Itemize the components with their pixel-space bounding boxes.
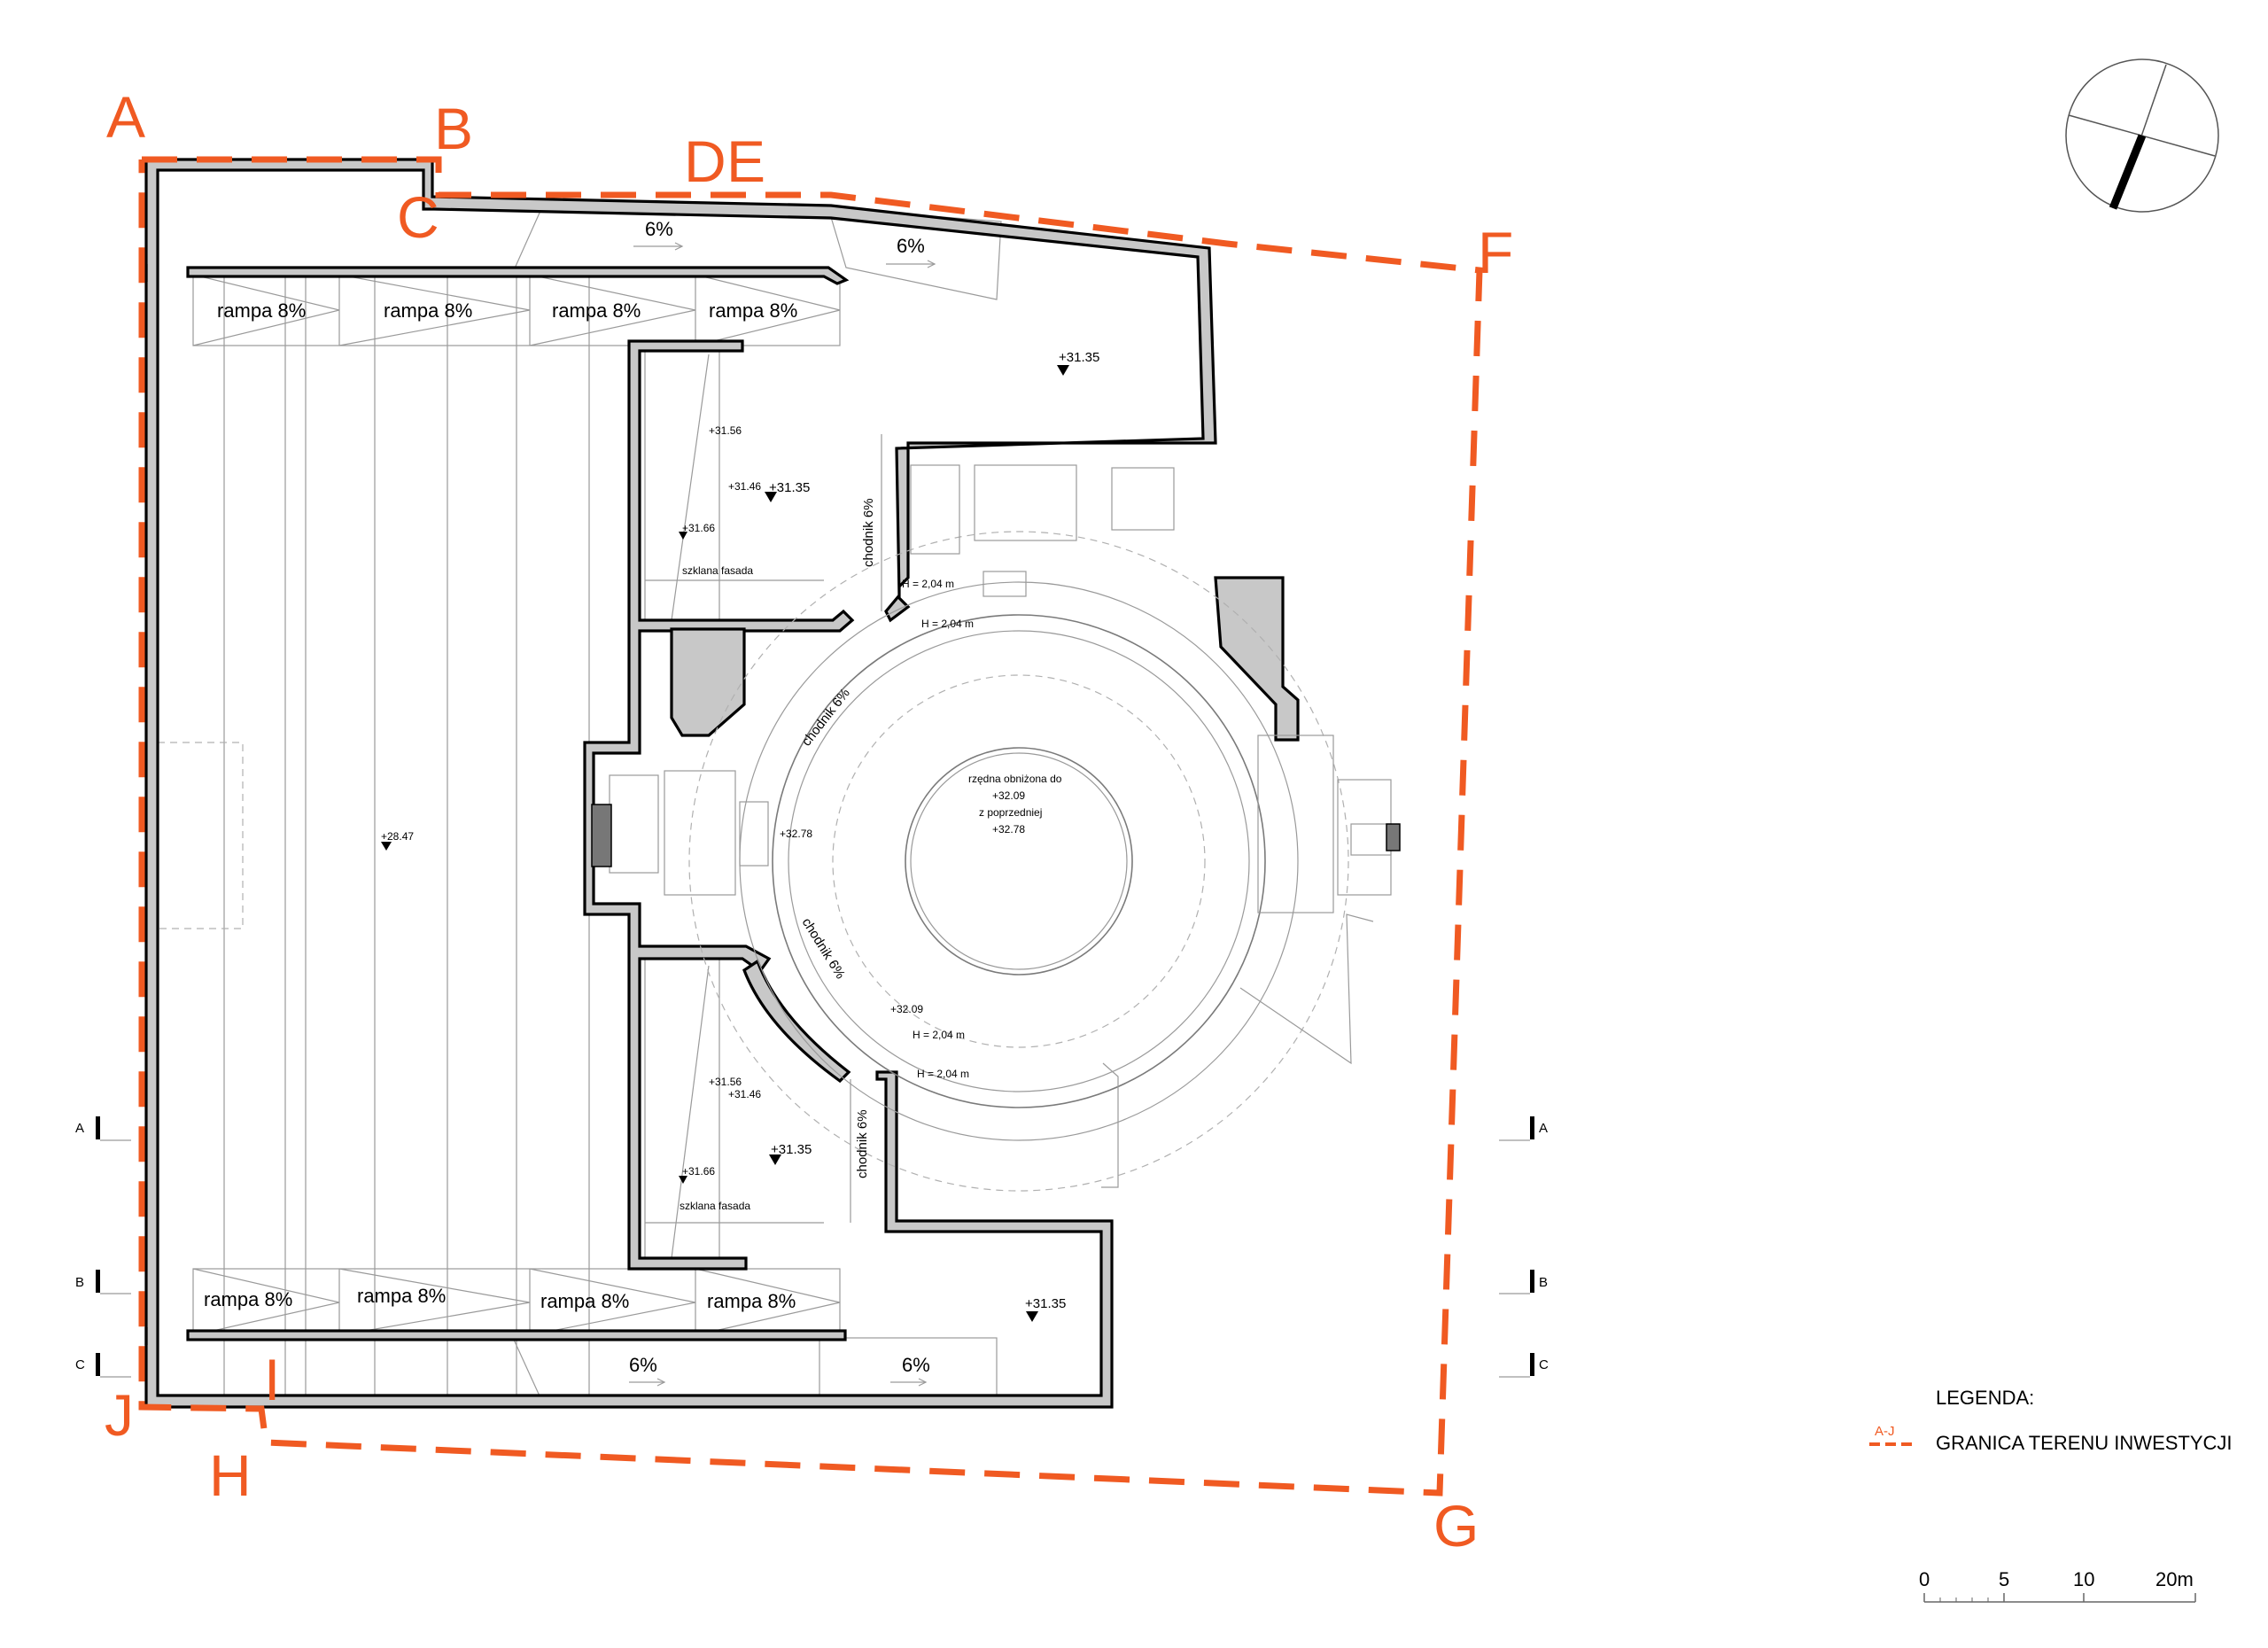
point-label-c: C <box>397 184 439 250</box>
elevation-markers: +31.35 +31.35 +31.56 +31.46 +31.66 +28.4… <box>381 350 1099 1322</box>
elevation-lower-b: +31.46 <box>728 1088 761 1100</box>
legend: LEGENDA: A-J GRANICA TERENU INWESTYCJI <box>1869 1387 2233 1454</box>
section-left-a: A <box>75 1121 84 1136</box>
point-label-g: G <box>1433 1493 1479 1559</box>
center-note-line-1: rzędna obniżona do <box>968 773 1062 785</box>
section-right-b: B <box>1539 1275 1548 1290</box>
point-label-f: F <box>1478 220 1513 285</box>
sidewalk-lower-vertical: chodnik 6% <box>855 1109 870 1178</box>
ramp-top-4: rampa 8% <box>709 299 797 322</box>
section-marks: A B C A B C <box>75 1116 1549 1378</box>
point-label-j: J <box>105 1382 134 1448</box>
slope-labels: 6% 6% 6% 6% <box>629 218 930 1376</box>
section-right-c: C <box>1539 1357 1549 1372</box>
height-mark-1: H = 2,04 m <box>902 578 954 590</box>
slope-bottom-right: 6% <box>902 1354 930 1376</box>
section-left-c: C <box>75 1357 85 1372</box>
elevation-triangle <box>679 1176 687 1184</box>
point-label-d: D <box>684 128 726 194</box>
scale-tick-5: 5 <box>1999 1568 2009 1590</box>
point-label-h: H <box>209 1442 252 1508</box>
scale-tick-0: 0 <box>1919 1568 1930 1590</box>
glass-facade-upper: szklana fasada <box>682 564 753 577</box>
point-label-a: A <box>106 84 145 150</box>
elevation-triangle <box>1026 1311 1038 1322</box>
slope-top-left: 6% <box>645 218 673 240</box>
section-left-b: B <box>75 1275 84 1290</box>
elevation-upper-mid: +31.35 <box>769 480 810 495</box>
slope-bottom-left: 6% <box>629 1354 657 1376</box>
ramp-bottom-2: rampa 8% <box>357 1285 446 1307</box>
scale-bar: 0 5 10 20m <box>1919 1568 2196 1603</box>
elevation-plinth: +32.78 <box>780 828 812 840</box>
height-mark-2: H = 2,04 m <box>921 618 974 630</box>
elevation-triangle <box>381 842 392 851</box>
elevation-triangle <box>679 532 687 540</box>
elevation-upper-c: +31.66 <box>682 522 715 534</box>
elevation-upper-b: +31.46 <box>728 480 761 493</box>
ramp-bottom-4: rampa 8% <box>707 1290 796 1312</box>
area-labels: szklana fasada szklana fasada chodnik 6%… <box>680 498 974 1212</box>
slope-top-right: 6% <box>897 235 925 257</box>
elevation-lower-mid: +31.35 <box>771 1142 812 1157</box>
legend-entry: GRANICA TERENU INWESTYCJI <box>1936 1432 2233 1454</box>
boundary-labels: A B C D E F G H I J <box>105 84 1513 1559</box>
center-note-line-3: z poprzedniej <box>979 806 1042 819</box>
scale-tick-20m: 20m <box>2155 1568 2194 1590</box>
point-label-e: E <box>726 128 765 194</box>
center-note-line-4: +32.78 <box>992 823 1025 836</box>
point-label-i: I <box>264 1347 280 1412</box>
north-arrow <box>2065 58 2219 213</box>
height-mark-3: H = 2,04 m <box>913 1029 965 1041</box>
glass-facade-lower: szklana fasada <box>680 1200 750 1212</box>
ramp-bottom-1: rampa 8% <box>204 1288 292 1310</box>
annex-rooms <box>591 464 1401 1188</box>
elevation-triangle <box>1057 365 1069 376</box>
sidewalk-ring-upper: chodnik 6% <box>799 686 853 750</box>
ramp-bottom-3: rampa 8% <box>540 1290 629 1312</box>
elevation-upper-a: +31.56 <box>709 424 742 437</box>
elevation-triangle <box>765 492 777 502</box>
legend-symbol-label: A-J <box>1875 1424 1895 1439</box>
center-note-line-2: +32.09 <box>992 789 1025 802</box>
ramp-top-1: rampa 8% <box>217 299 306 322</box>
center-note: rzędna obniżona do +32.09 z poprzedniej … <box>968 773 1062 836</box>
point-label-b: B <box>434 96 473 161</box>
building-walls <box>144 158 1300 1409</box>
elevation-lower-a: +31.56 <box>709 1076 742 1088</box>
elevation-triangle <box>769 1154 781 1165</box>
height-mark-4: H = 2,04 m <box>917 1068 969 1080</box>
elevation-bottom-right: +31.35 <box>1025 1296 1066 1311</box>
ramp-top-3: rampa 8% <box>552 299 641 322</box>
elevation-ring-entry: +32.09 <box>890 1003 923 1015</box>
legend-title: LEGENDA: <box>1936 1387 2034 1409</box>
ramp-top-2: rampa 8% <box>384 299 472 322</box>
elevation-lower-c: +31.66 <box>682 1165 715 1178</box>
elevation-top-right: +31.35 <box>1059 350 1099 365</box>
sidewalk-upper-vertical: chodnik 6% <box>861 498 876 567</box>
section-right-a: A <box>1539 1121 1548 1136</box>
parking-layout-lines <box>157 207 1002 1403</box>
ramp-labels: rampa 8% rampa 8% rampa 8% rampa 8% ramp… <box>204 299 797 1312</box>
investment-boundary <box>138 156 1483 1496</box>
scale-tick-10: 10 <box>2073 1568 2094 1590</box>
elevation-central: +28.47 <box>381 830 414 843</box>
